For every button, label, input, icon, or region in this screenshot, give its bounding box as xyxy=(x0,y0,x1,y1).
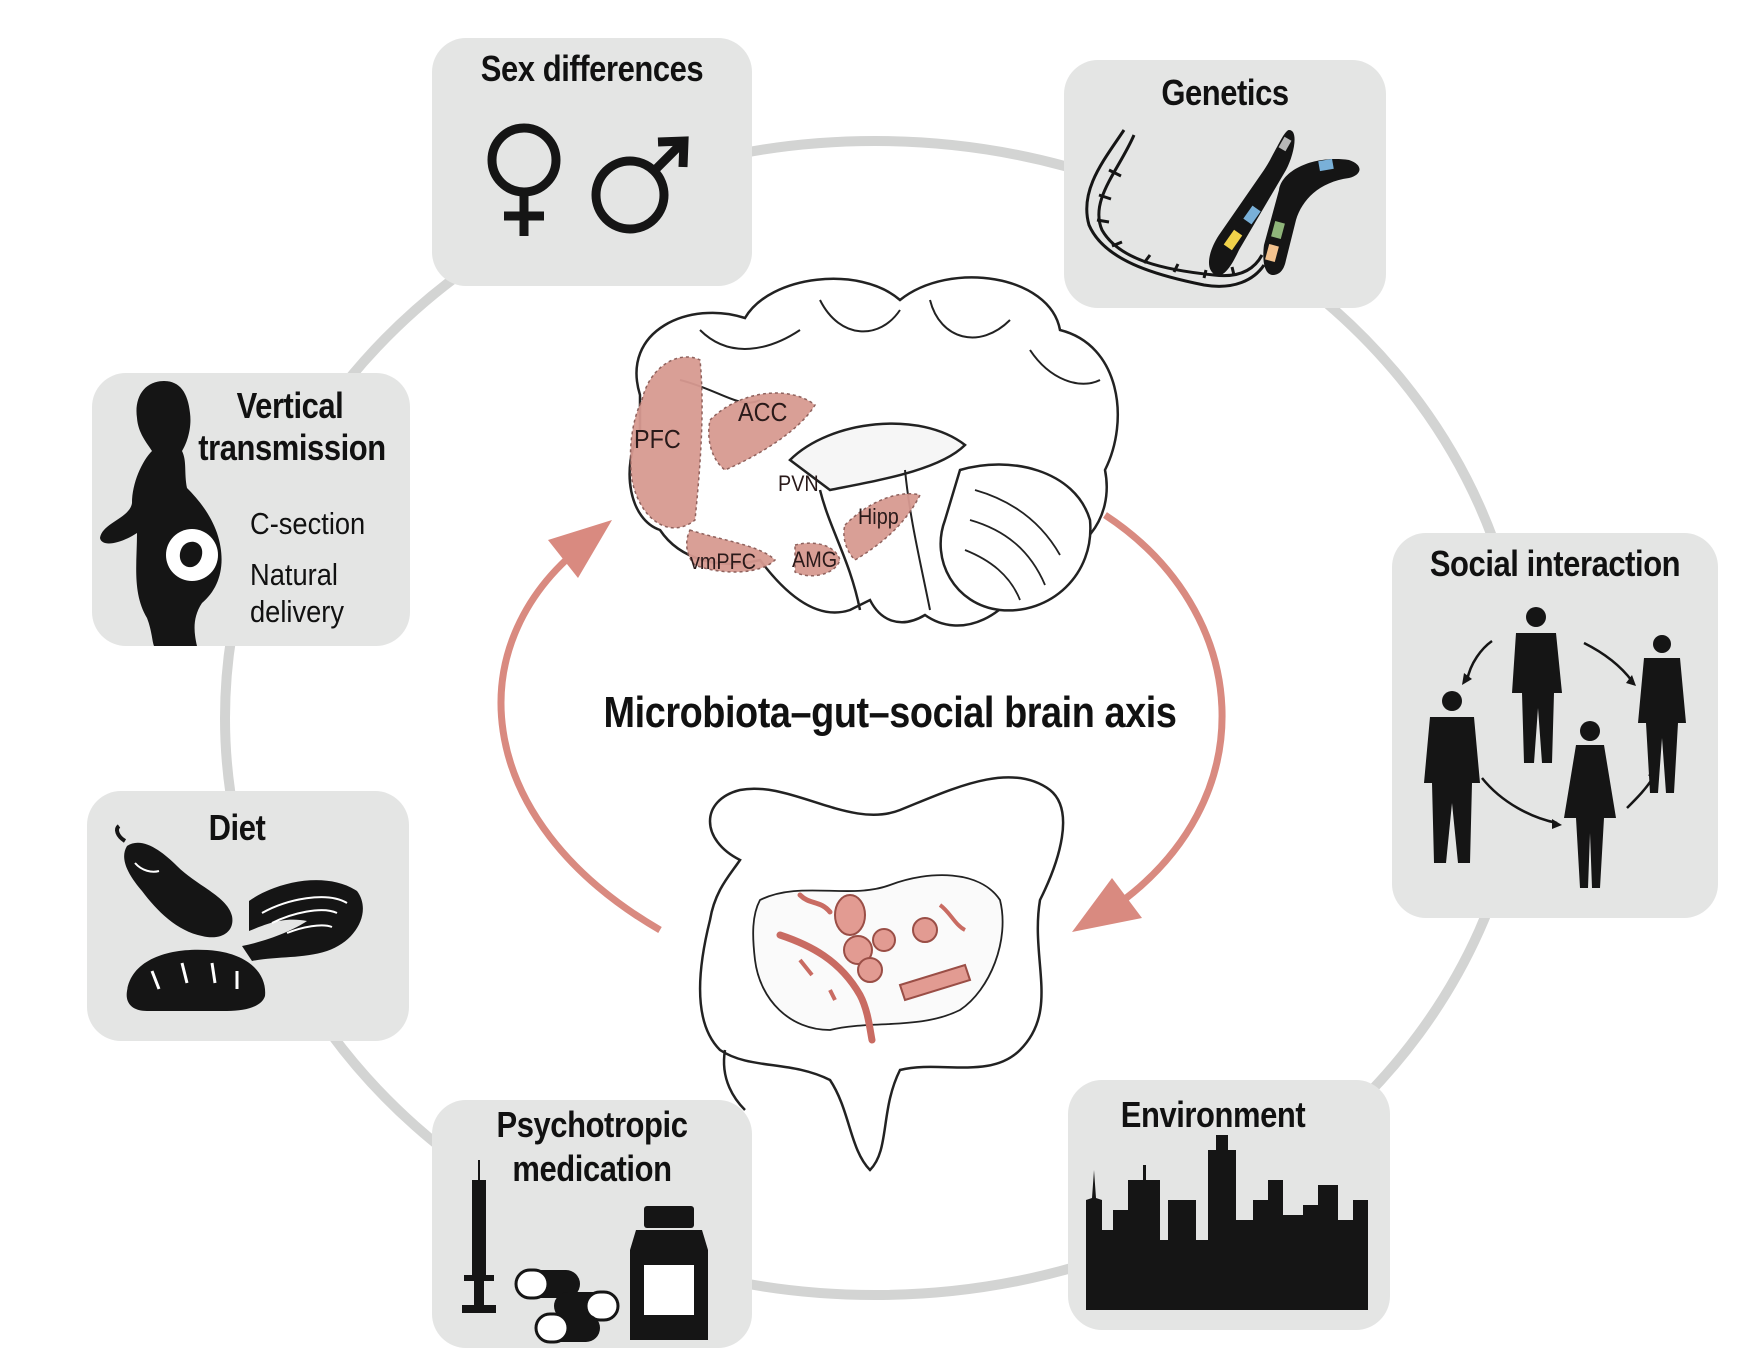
arrow-gut-to-brain-head xyxy=(548,520,612,578)
brain-regions xyxy=(629,356,922,577)
option-natural-line1: Natural xyxy=(250,557,338,592)
panel-vertical-transmission: Vertical transmission C-section Natural … xyxy=(92,373,410,646)
people-group-icon xyxy=(1424,607,1686,888)
bread-loaf-icon xyxy=(126,949,266,1011)
panel-title: Social interaction xyxy=(1429,543,1681,584)
panel-title-line2: transmission xyxy=(198,427,386,468)
option-natural-line2: delivery xyxy=(250,594,345,629)
panel-genetics: Genetics xyxy=(1064,60,1386,308)
region-acc xyxy=(708,392,816,471)
brain-illustration xyxy=(628,276,1119,627)
panel-title: Environment xyxy=(1120,1094,1306,1135)
panel-social-interaction: Social interaction xyxy=(1392,533,1718,918)
gut-microbes xyxy=(776,892,972,1044)
pregnant-woman-icon xyxy=(100,381,222,646)
arrow-brain-to-gut-head xyxy=(1072,878,1142,932)
city-skyline-icon xyxy=(1086,1135,1368,1310)
panel-title: Sex differences xyxy=(480,48,704,89)
brain-label-pfc: PFC xyxy=(634,424,681,454)
region-amg xyxy=(794,542,841,577)
panel-sex-differences: Sex differences xyxy=(432,38,752,286)
brain-label-vmpfc: vmPFC xyxy=(690,549,756,574)
syringe-icon xyxy=(462,1160,496,1313)
region-vmpfc xyxy=(685,529,777,573)
arrow-gut-to-brain xyxy=(497,537,662,934)
brain-label-pvn: PVN xyxy=(778,471,819,496)
panel-environment: Environment xyxy=(1068,1080,1390,1330)
panel-title: Diet xyxy=(208,807,266,848)
female-symbol-icon xyxy=(487,123,561,236)
pills-icon xyxy=(514,1268,620,1344)
arrow-brain-to-gut xyxy=(1103,512,1226,913)
salmon-steak-icon xyxy=(242,880,363,961)
panel-title-line2: medication xyxy=(512,1148,672,1189)
panel-diet: Diet xyxy=(87,791,409,1041)
male-symbol-icon xyxy=(591,136,689,234)
panel-psychotropic-medication: Psychotropic medication xyxy=(432,1100,752,1348)
center-title: Microbiota–gut–social brain axis xyxy=(603,688,1177,737)
panel-title: Genetics xyxy=(1161,72,1289,113)
brain-label-acc: ACC xyxy=(738,397,788,427)
chromosome-icon xyxy=(1208,130,1360,276)
region-hipp xyxy=(843,493,922,561)
brain-label-hipp: Hipp xyxy=(858,504,899,529)
eggplant-icon xyxy=(115,824,233,938)
brain-label-amg: AMG xyxy=(792,547,838,572)
region-pfc xyxy=(629,356,703,529)
medicine-bottle-icon xyxy=(630,1206,708,1340)
panel-title-line1: Psychotropic xyxy=(496,1104,688,1145)
option-c-section: C-section xyxy=(250,506,366,541)
panel-title-line1: Vertical xyxy=(236,385,344,426)
dna-helix-icon xyxy=(1085,129,1266,288)
